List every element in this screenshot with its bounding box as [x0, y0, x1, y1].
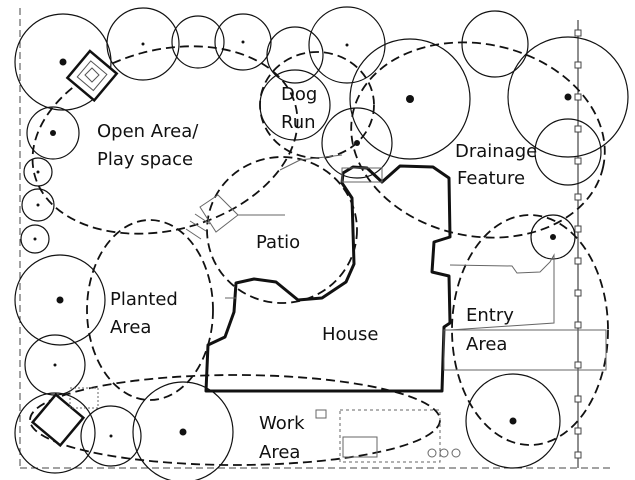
label-patio: Patio [256, 232, 300, 253]
trees [14, 6, 629, 480]
label-planted-area: Area [110, 317, 151, 338]
label-entry: Entry [466, 305, 514, 326]
play-structure-bottom [30, 387, 99, 448]
house-outline [204, 164, 452, 393]
label-dog: Dog [281, 84, 317, 105]
label-entry-area: Area [466, 334, 507, 355]
label-feature: Feature [457, 168, 525, 189]
label-planted: Planted [110, 289, 178, 310]
site-details [185, 154, 607, 463]
label-run: Run [281, 112, 316, 133]
label-drainage: Drainage [455, 141, 537, 162]
label-open-area: Open Area/ [97, 121, 199, 142]
label-play-space: Play space [97, 149, 193, 170]
label-work-area: Area [259, 442, 300, 463]
fence-posts [574, 29, 582, 459]
label-house: House [322, 324, 378, 345]
play-structure-top [65, 49, 119, 103]
label-work: Work [259, 413, 305, 434]
